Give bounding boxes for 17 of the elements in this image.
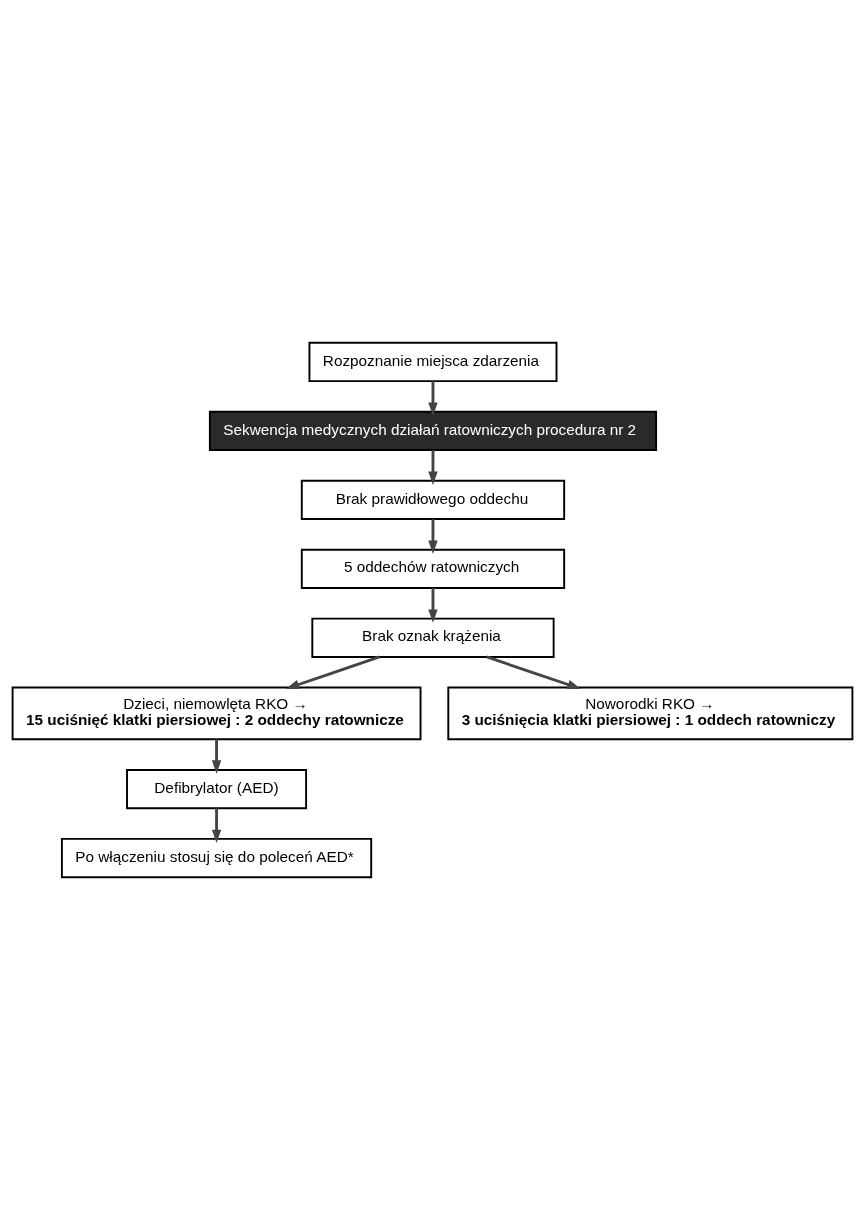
arrow [285,655,380,689]
node-box: Sekwencja medycznych działań ratowniczych procedura nr 2 [208,410,658,452]
node-box: Rozpoznanie miejsca zdarzenia [308,341,558,383]
node-box: Brak prawidłowego oddechu [300,479,566,520]
arrow [211,739,222,774]
node-box: Dzieci, niemowlęta RKO → 15 uciśnięć klatki piersiowej : 2 oddechy ratownicze [11,686,422,741]
arrow [428,450,438,485]
node-box: Defibrylator (AED) [126,768,308,810]
node-box: Noworodki RKO → 3 uciśnięcia klatki piersiowej : 1 oddech ratowniczy [447,686,854,741]
arrow [428,588,438,623]
node-box: Brak oznak krążenia [311,617,555,658]
arrow [428,519,438,554]
arrow [428,381,438,417]
arrow [486,655,581,690]
arrow [211,808,222,844]
node-box: 5 oddechów ratowniczych [300,548,566,589]
node-box: Po włączeniu stosuj się do poleceń AED* [60,837,373,879]
